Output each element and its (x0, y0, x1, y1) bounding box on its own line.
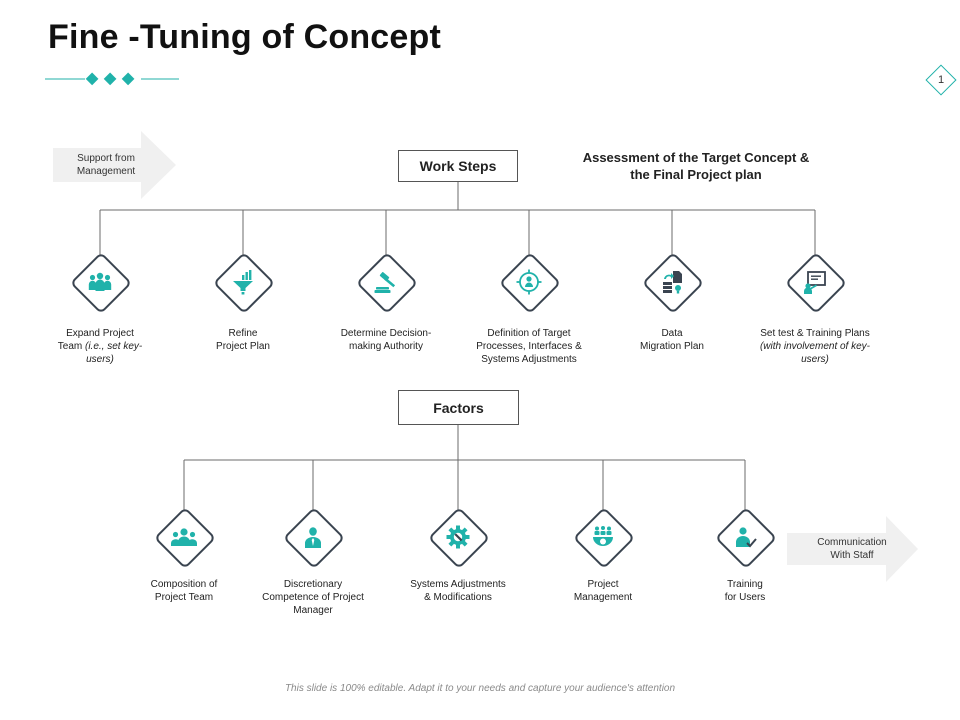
group-icon (171, 528, 197, 546)
label-line: Set test & Training Plans (760, 328, 870, 339)
label-line: Processes, Interfaces & (476, 341, 582, 352)
factor-label-discretionary-competence: Discretionary Competence of Project Mana… (248, 578, 378, 617)
manager-icon (305, 527, 321, 548)
team-icon (88, 272, 112, 291)
label-italic: users) (86, 354, 114, 365)
label-line: Systems Adjustments (481, 354, 577, 365)
label-line: for Users (724, 592, 766, 603)
label-line: Project (587, 579, 619, 590)
factor-node-project-management (572, 506, 636, 570)
gear-wrench-icon (446, 525, 470, 549)
label-line: Expand Project (66, 328, 134, 339)
label-line: Discretionary (283, 579, 343, 590)
work-step-node-target-definition (498, 251, 562, 315)
work-step-label-expand-team: Expand Project Team (i.e., set key- user… (35, 327, 165, 366)
factor-label-project-management: Project Management (538, 578, 668, 604)
label-line: Project Plan (216, 341, 270, 352)
slide-footer-note: This slide is 100% editable. Adapt it to… (284, 683, 676, 694)
trainer-icon (736, 527, 757, 548)
label-line: making Authority (349, 341, 423, 352)
support-arrow-line2: Management (76, 166, 136, 177)
work-step-node-decision-authority (355, 251, 419, 315)
work-step-node-refine-plan (212, 251, 276, 315)
label-italic: (with involvement of key- (759, 341, 871, 352)
label-line: Data (661, 328, 683, 339)
assessment-line2: the Final Project plan (630, 167, 762, 182)
label-line: Competence of Project (262, 592, 364, 603)
communication-with-staff-arrow: Communication With Staff (787, 516, 918, 582)
target-user-icon (516, 269, 542, 295)
factors-box: Factors (398, 390, 519, 425)
label-line: Composition of (150, 579, 218, 590)
data-migration-icon (663, 271, 682, 294)
label-line: Migration Plan (640, 341, 704, 352)
slide-title: Fine -Tuning of Concept (48, 18, 442, 56)
label-line: Project Team (154, 592, 214, 603)
label-line: Refine (228, 328, 258, 339)
support-from-management-arrow: Support from Management (53, 131, 176, 199)
label-line: & Modifications (424, 592, 492, 603)
label-line: Determine Decision- (340, 328, 432, 339)
factor-node-training-users (714, 506, 778, 570)
work-step-label-target-definition: Definition of Target Processes, Interfac… (464, 327, 594, 366)
work-step-label-training-plans: Set test & Training Plans (with involvem… (745, 327, 885, 366)
label-line: Systems Adjustments (410, 579, 506, 590)
factor-label-composition: Composition of Project Team (119, 578, 249, 604)
assessment-line1: Assessment of the Target Concept & (582, 150, 810, 165)
work-step-node-data-migration (641, 251, 705, 315)
work-step-label-refine-plan: Refine Project Plan (178, 327, 308, 353)
label-line: Manager (293, 605, 333, 616)
factor-label-systems-adjustments: Systems Adjustments & Modifications (393, 578, 523, 604)
label-italic: (i.e., set key- (82, 341, 143, 352)
gavel-icon (374, 272, 396, 293)
communication-arrow-line1: Communication (817, 537, 887, 548)
communication-arrow-line2: With Staff (830, 550, 874, 561)
work-step-node-expand-team (69, 251, 133, 315)
factors-header: Factors (433, 399, 484, 416)
work-steps-header: Work Steps (419, 158, 497, 174)
funnel-chart-icon (233, 270, 253, 295)
assessment-heading: Assessment of the Target Concept & the F… (556, 149, 836, 183)
factor-label-training-users: Training for Users (680, 578, 810, 604)
work-steps-box: Work Steps (398, 150, 518, 182)
training-board-icon (804, 271, 826, 294)
factor-node-discretionary-competence (282, 506, 346, 570)
label-line: Management (573, 592, 633, 603)
work-step-label-decision-authority: Determine Decision- making Authority (321, 327, 451, 353)
label-line: Training (727, 579, 763, 590)
page-number: 1 (937, 74, 945, 86)
factor-node-systems-adjustments (427, 506, 491, 570)
title-divider-decoration (45, 72, 179, 86)
project-team-gear-icon (593, 526, 613, 546)
label-line: Team (57, 341, 83, 352)
work-step-node-training-plans (784, 251, 848, 315)
label-line: Definition of Target (487, 328, 571, 339)
label-italic: users) (801, 354, 829, 365)
work-step-label-data-migration: Data Migration Plan (607, 327, 737, 353)
support-arrow-line1: Support from (77, 153, 135, 164)
factor-node-composition (153, 506, 217, 570)
page-number-badge: 1 (925, 64, 957, 96)
